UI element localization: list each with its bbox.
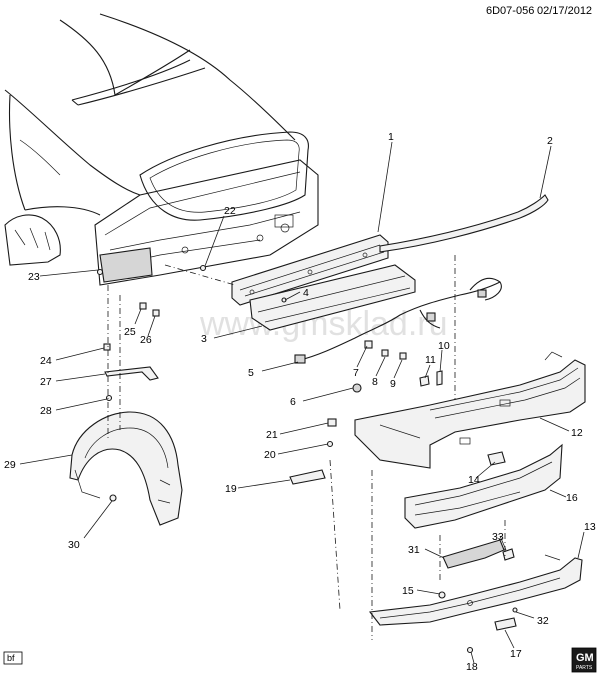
callout-29: 29 [4,459,16,471]
callout-4: 4 [303,287,309,299]
callout-20: 20 [264,449,276,461]
part-33-clip [502,548,515,561]
part-3-energy-absorber [249,264,416,331]
callout-27: 27 [40,376,52,388]
callout-6: 6 [290,396,296,408]
wiring-harness [294,277,502,364]
part-14-small-part [487,451,506,466]
callout-21: 21 [266,429,278,441]
callout-25: 25 [124,326,136,338]
footer: bf GM PARTS [3,647,597,673]
header: 6D07-056 02/17/2012 [486,5,592,17]
callout-18: 18 [466,661,478,673]
part-13-lower-fascia [368,554,583,626]
callout-22: 22 [224,205,236,217]
callout-19: 19 [225,483,237,495]
vehicle-body [4,13,319,286]
callout-33: 33 [492,531,504,543]
callout-24: 24 [40,355,52,367]
alignment-lines [107,255,506,640]
gm-logo: GM PARTS [571,647,597,673]
part-31-bracket [442,539,505,569]
callout-31: 31 [408,544,420,556]
part-2-upper-molding [379,194,549,253]
callout-9: 9 [390,378,396,390]
callout-7: 7 [353,367,359,379]
callout-26: 26 [140,334,152,346]
callout-16: 16 [566,492,578,504]
part-12-rear-fascia [354,351,586,469]
part-29-wheelhouse-liner [69,411,183,526]
callout-8: 8 [372,376,378,388]
callout-12: 12 [571,427,583,439]
callout-15: 15 [402,585,414,597]
callout-17: 17 [510,648,522,660]
callout-14: 14 [468,474,480,486]
author-tag-box [3,651,23,665]
callout-32: 32 [537,615,549,627]
fasteners [96,264,518,654]
drawing-id: 6D07-056 [486,5,534,17]
callout-2: 2 [547,135,553,147]
callout-3: 3 [201,333,207,345]
gm-logo-subtext: PARTS [576,665,593,671]
part-1-impact-bar [231,234,389,306]
part-19-reflector-strip [289,469,326,485]
leader-lines [19,141,585,664]
callout-28: 28 [40,405,52,417]
part-17-reflector [494,617,517,631]
callout-1: 1 [388,131,394,143]
drawing-date: 02/17/2012 [537,5,592,17]
callout-10: 10 [438,340,450,352]
callout-30: 30 [68,539,80,551]
callout-13: 13 [584,521,596,533]
gm-logo-text: GM [576,652,594,664]
callout-23: 23 [28,271,40,283]
callout-11: 11 [425,354,436,366]
author-tag: bf [7,653,15,663]
callout-5: 5 [248,367,254,379]
callouts: 1 2 3 4 5 6 7 8 9 10 11 12 13 14 15 16 1… [4,131,596,673]
part-16-lower-absorber [404,443,563,529]
